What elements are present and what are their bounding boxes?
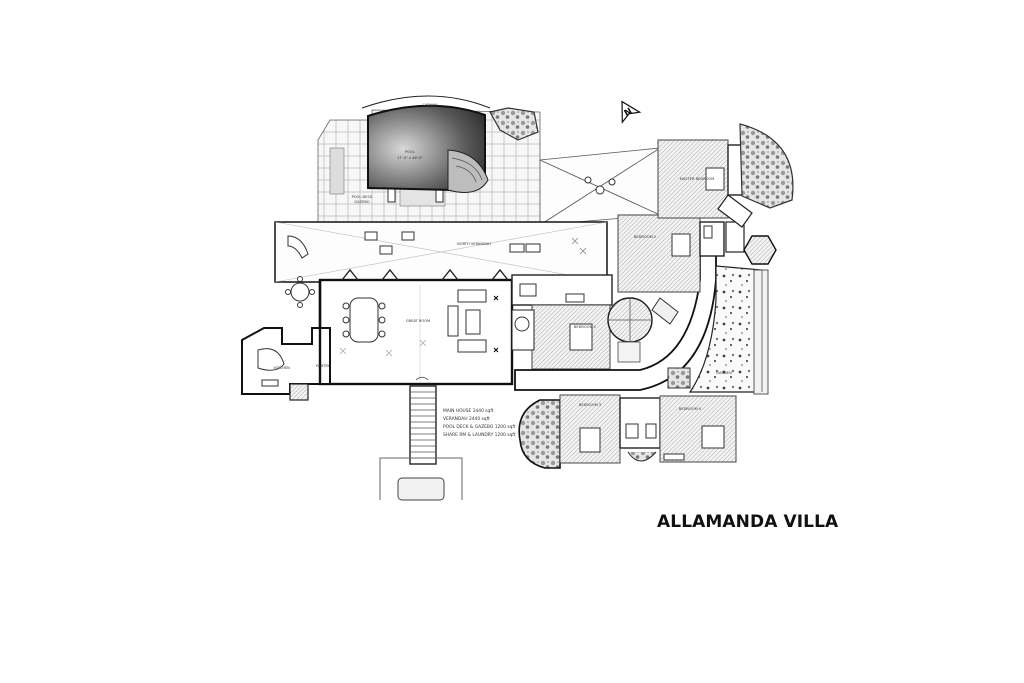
- driveway: [379, 457, 463, 501]
- north-verandah: [274, 221, 608, 283]
- pantry-label: PANTRY: [316, 364, 331, 368]
- great-room-label: GREAT ROOM: [406, 319, 430, 323]
- area-note-1: MAIN HOUSE 2440 sqft: [443, 408, 494, 414]
- kitchen-wing: [241, 276, 331, 401]
- area-note-2: VERANDAH 2440 sqft: [443, 416, 490, 422]
- page-title: ALLAMANDA VILLA: [657, 512, 839, 532]
- kitchen-label: KITCHEN: [274, 366, 290, 370]
- bedroom-1-label: BEDROOM 1: [574, 325, 596, 329]
- pool: [361, 95, 539, 193]
- area-note-3: POOL DECK & GAZEBO 1200 sqft: [443, 424, 516, 430]
- bedroom-2: [617, 214, 745, 293]
- area-note-4: SHARE RM & LAUNDRY 1200 sqft: [443, 432, 516, 438]
- bedroom-3: [518, 394, 661, 469]
- great-room: [318, 268, 514, 386]
- north-verandah-label: NORTH VERANDAH: [457, 242, 491, 246]
- pool-deck-label: POOL DECK: [352, 195, 374, 199]
- bedroom-4: [659, 395, 737, 463]
- master-bedroom-label: MASTER BEDROOM: [680, 177, 715, 181]
- cabana-label: CABANA: [422, 103, 438, 107]
- entry-stairs: [409, 376, 437, 465]
- garden: [667, 265, 769, 395]
- bedroom-4-label: BEDROOM 4: [679, 407, 702, 411]
- bedroom-3-label: BEDROOM 3: [579, 403, 601, 407]
- pool-deck-sub-label: GAZEBO: [354, 200, 369, 204]
- bedroom-wing: [511, 241, 717, 391]
- bedroom-2-label: BEDROOM 2: [634, 235, 656, 239]
- pool-label: POOL: [405, 150, 415, 154]
- plant-markers: [339, 237, 587, 357]
- breezeway: [539, 147, 661, 226]
- compass-label: N: [623, 107, 635, 119]
- area-notes: MAIN HOUSE 2440 sqft VERANDAH 2440 sqft …: [443, 408, 516, 438]
- north-arrow-icon: N: [621, 100, 642, 124]
- pool-size-label: 17'-0" x 46'-0": [397, 156, 423, 160]
- master-bedroom: [657, 123, 794, 265]
- garden-label: GARDEN: [716, 371, 732, 375]
